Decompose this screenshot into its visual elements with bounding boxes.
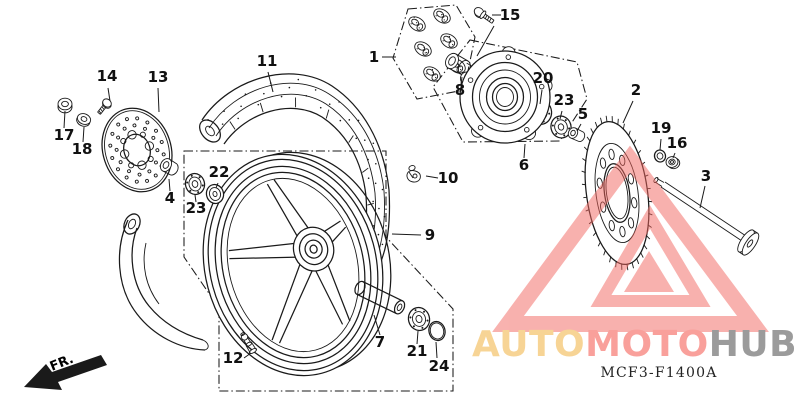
part-number-callout: 23	[186, 199, 207, 217]
part-number-callout: 13	[148, 68, 169, 86]
hub-side-collar	[567, 127, 586, 142]
part-number-callout: 12	[223, 349, 244, 367]
watermark-triangle-logo	[492, 145, 769, 332]
part-number-callout: 17	[54, 126, 75, 144]
part-number-callout: 1	[369, 48, 379, 66]
part-number-callout: 11	[257, 52, 278, 70]
part-number-callout: 8	[455, 81, 465, 99]
part-number-callout: 10	[438, 169, 459, 187]
wheel-spokes	[228, 179, 351, 344]
part-number-callout: 3	[701, 167, 711, 185]
part-number-callout: 20	[533, 69, 554, 87]
part-number-callout: 14	[97, 67, 118, 85]
washer	[76, 113, 92, 127]
part-number-callout: 2	[631, 81, 641, 99]
part-number-callout: 16	[667, 134, 688, 152]
part-number-callout: 9	[425, 226, 435, 244]
driven-flange	[459, 46, 553, 144]
part-number-callout: 21	[407, 342, 428, 360]
axle-spacer	[354, 280, 406, 315]
rear-wheel	[202, 153, 384, 377]
sprocket-bolt	[473, 7, 495, 57]
tire-section-flap	[118, 213, 209, 351]
part-number-callout: 23	[554, 91, 575, 109]
balance-weight	[406, 165, 421, 183]
side-collar	[159, 158, 179, 176]
wheel-hub	[292, 226, 335, 272]
part-number-callout: 19	[651, 119, 672, 137]
damper-rubber-set	[408, 8, 466, 82]
lock-nut	[665, 156, 681, 170]
watermark-brand-text: AUTOMOTOHUB	[472, 324, 797, 365]
part-number-callout: 4	[165, 189, 175, 207]
tire-valve	[240, 332, 258, 355]
diagram-code-label: MCF3-F1400A	[600, 365, 717, 381]
part-number-callout: 18	[72, 140, 93, 158]
callouts-layer: 1234567891011121314151617181920212223232…	[54, 6, 712, 375]
part-number-callout: 6	[519, 156, 529, 174]
part-number-callout: 22	[209, 163, 230, 181]
part-number-callout: 7	[375, 333, 385, 351]
part-number-callout: 5	[578, 105, 588, 123]
part-number-callout: 15	[500, 6, 521, 24]
axle-nut	[57, 97, 73, 114]
fr-direction-arrow: FR.	[24, 352, 107, 390]
part-number-callout: 24	[429, 357, 450, 375]
brake-disc	[101, 107, 173, 193]
disc-bolt	[97, 98, 112, 115]
wheel-group-box	[183, 150, 454, 392]
